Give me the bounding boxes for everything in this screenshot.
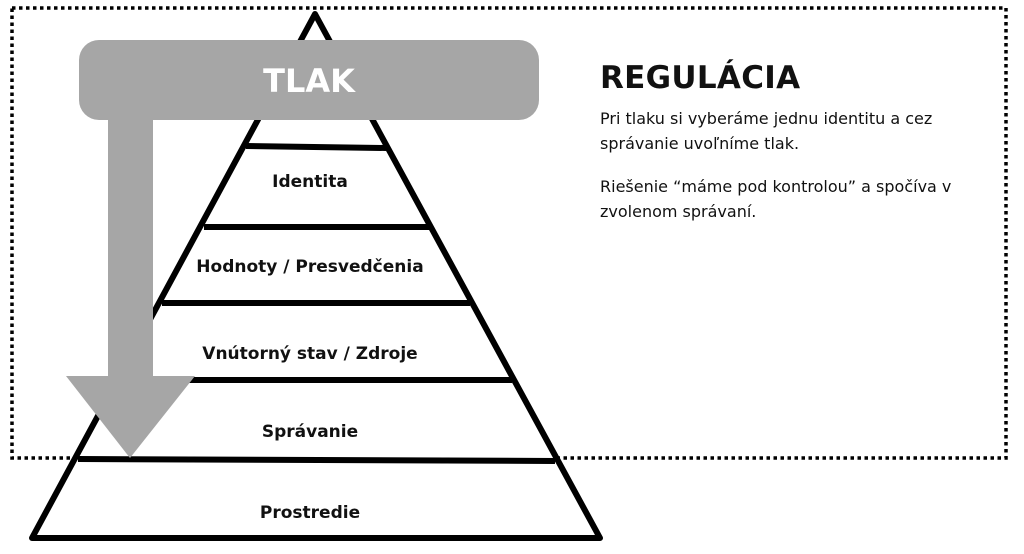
pyramid-divider bbox=[245, 143, 387, 151]
pyramid-outline bbox=[29, 11, 603, 541]
level-spravanie: Správanie bbox=[262, 422, 358, 442]
level-hodnoty: Hodnoty / Presvedčenia bbox=[196, 257, 423, 277]
pressure-banner bbox=[79, 40, 539, 120]
level-vnutorny-stav: Vnútorný stav / Zdroje bbox=[202, 344, 417, 364]
side-panel-paragraph: Pri tlaku si vyberáme jednu identitu a c… bbox=[600, 109, 933, 153]
side-panel: REGULÁCIA Pri tlaku si vyberáme jednu id… bbox=[600, 60, 960, 242]
pyramid-divider bbox=[77, 456, 556, 464]
level-prostredie: Prostredie bbox=[260, 503, 360, 523]
side-panel-title: REGULÁCIA bbox=[600, 60, 801, 96]
arrow-down-icon bbox=[66, 376, 195, 458]
level-identita: Identita bbox=[272, 172, 348, 192]
pressure-arrow: TLAK bbox=[66, 40, 539, 458]
side-panel-paragraph: Riešenie “máme pod kontrolou” a spočíva … bbox=[600, 177, 952, 221]
pressure-arrow-shaft bbox=[108, 110, 153, 378]
pressure-label: TLAK bbox=[263, 62, 356, 100]
